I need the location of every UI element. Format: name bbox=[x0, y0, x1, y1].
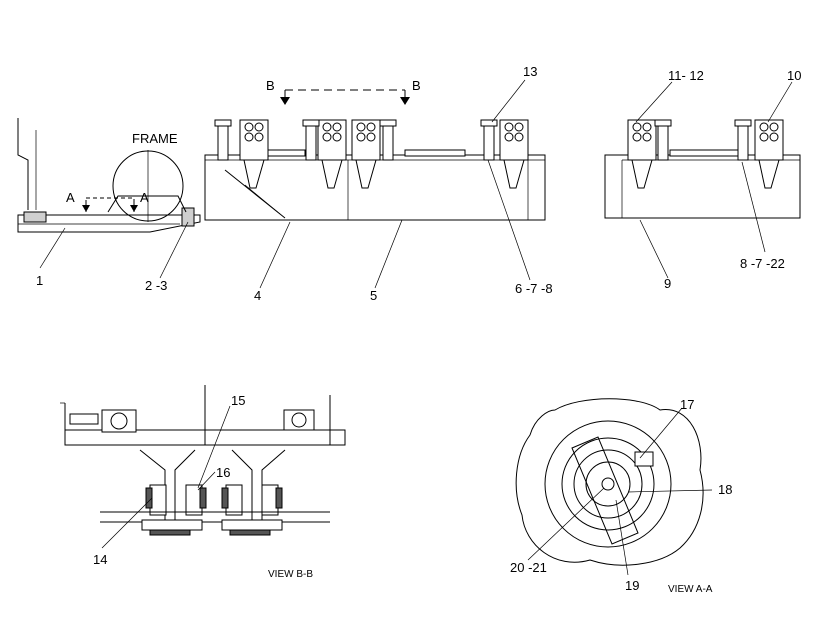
view-bb-label: VIEW B-B bbox=[268, 569, 313, 580]
section-a-left: A bbox=[66, 190, 75, 205]
bolt-part-2-3 bbox=[181, 207, 195, 227]
view-bb: 15 16 14 VIEW B-B bbox=[60, 385, 346, 580]
section-b-right: B bbox=[412, 78, 421, 93]
callout-11-12: 11- 12 bbox=[668, 68, 704, 83]
callout-6-7-8: 6 -7 -8 bbox=[515, 281, 553, 296]
tooth-assembly-3 bbox=[351, 119, 397, 189]
callout-17: 17 bbox=[680, 397, 694, 412]
callout-16: 16 bbox=[216, 465, 230, 480]
tooth-assembly-2 bbox=[302, 119, 347, 189]
frame-label: FRAME bbox=[132, 131, 178, 146]
callout-8-7-22: 8 -7 -22 bbox=[740, 256, 785, 271]
callout-19: 19 bbox=[625, 578, 639, 593]
callout-4: 4 bbox=[254, 288, 261, 303]
callout-13: 13 bbox=[523, 64, 537, 79]
view-aa: 17 18 20 -21 19 VIEW A-A bbox=[510, 397, 732, 595]
callout-20-21: 20 -21 bbox=[510, 560, 547, 575]
section-b-left: B bbox=[266, 78, 275, 93]
view-aa-label: VIEW A-A bbox=[668, 584, 713, 595]
callout-1: 1 bbox=[36, 273, 43, 288]
callout-9: 9 bbox=[664, 276, 671, 291]
tooth-assembly-6 bbox=[734, 119, 784, 189]
bolt-group-1 bbox=[23, 211, 47, 223]
callout-10: 10 bbox=[787, 68, 801, 83]
tooth-assembly-5 bbox=[627, 119, 672, 189]
callout-2-3: 2 -3 bbox=[145, 278, 167, 293]
tooth-assembly-1 bbox=[214, 119, 269, 189]
callout-5: 5 bbox=[370, 288, 377, 303]
tooth-assembly-4 bbox=[480, 119, 529, 189]
callout-18: 18 bbox=[718, 482, 732, 497]
callout-14: 14 bbox=[93, 552, 107, 567]
main-assembly: FRAME A A B B bbox=[17, 64, 801, 303]
section-a-right: A bbox=[140, 190, 149, 205]
callout-15: 15 bbox=[231, 393, 245, 408]
